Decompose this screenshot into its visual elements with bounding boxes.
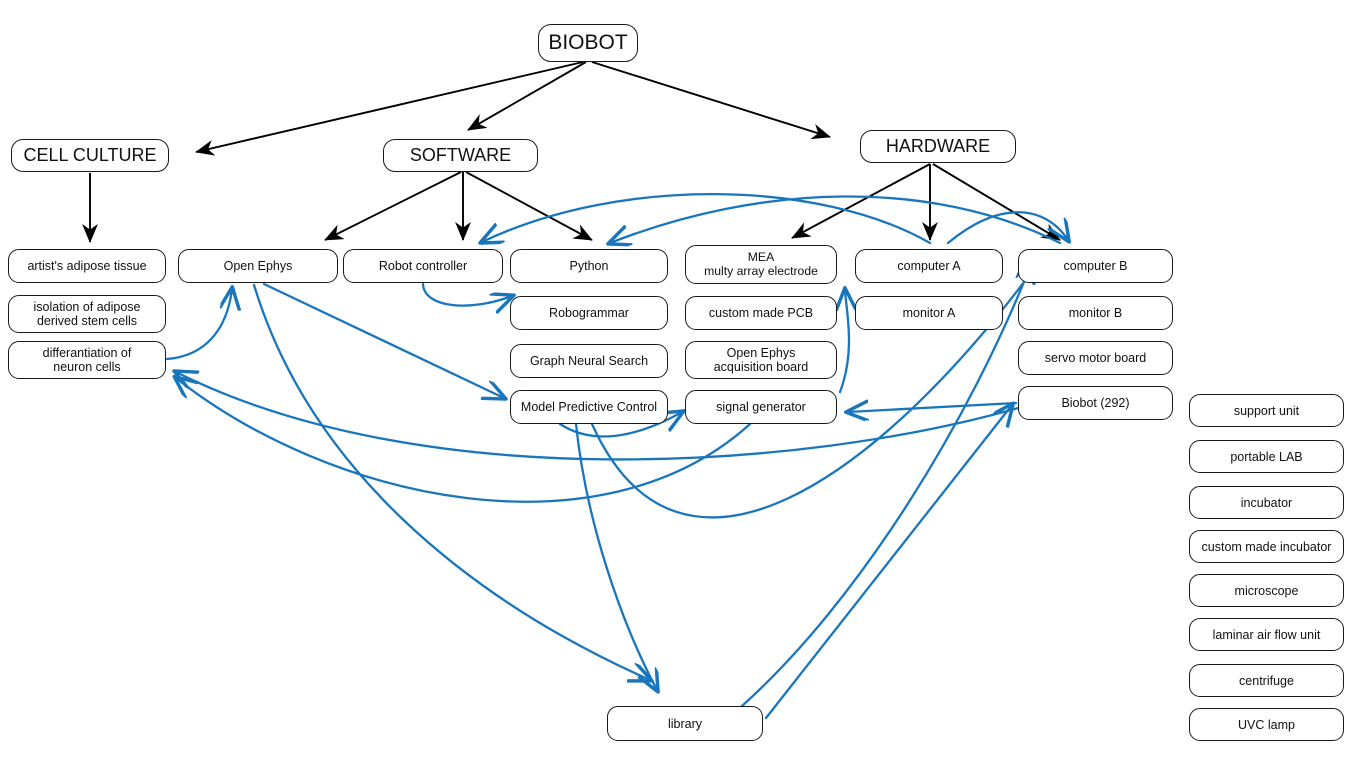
node-monitor-a[interactable]: monitor A — [855, 296, 1003, 330]
node-custom-made-pcb[interactable]: custom made PCB — [685, 296, 837, 330]
node-microscope-label: microscope — [1234, 583, 1299, 598]
node-centrifuge-label: centrifuge — [1239, 673, 1294, 688]
node-software-label: SOFTWARE — [409, 145, 512, 166]
node-robot-controller-label: Robot controller — [378, 259, 468, 273]
node-signal-generator-label: signal generator — [716, 400, 806, 414]
node-cell-culture[interactable]: CELL CULTURE — [11, 139, 169, 172]
node-robogrammar-label: Robogrammar — [549, 306, 629, 320]
node-hardware-label: HARDWARE — [885, 136, 991, 157]
node-portable-lab-label: portable LAB — [1230, 449, 1303, 464]
edge-biobot292-signalgenerator — [848, 403, 1018, 412]
node-laminar-air-flow-unit[interactable]: laminar air flow unit — [1189, 618, 1344, 651]
edge-root-software — [467, 61, 587, 131]
node-differantiation-neuron-cells[interactable]: differantiation of neuron cells — [8, 341, 166, 379]
node-library[interactable]: library — [607, 706, 763, 741]
edge-hardware-computerb — [932, 163, 1061, 241]
edge-openephys-mpc — [262, 282, 504, 398]
edge-differantiation-openephys — [165, 289, 232, 361]
node-biobot-label: BIOBOT — [548, 31, 628, 55]
edge-library-biobot292 — [764, 405, 1012, 720]
node-open-ephys[interactable]: Open Ephys — [178, 249, 338, 283]
edge-signalgenerator-mea — [840, 290, 849, 394]
edge-root-hardware — [591, 61, 831, 140]
edge-computera-computerb — [946, 211, 1068, 245]
node-laminar-air-flow-unit-label: laminar air flow unit — [1212, 627, 1321, 642]
node-biobot-292[interactable]: Biobot (292) — [1018, 386, 1173, 420]
node-python[interactable]: Python — [510, 249, 668, 283]
edge-hardware-mea — [791, 163, 931, 239]
node-hardware[interactable]: HARDWARE — [860, 130, 1016, 163]
node-computer-a-label: computer A — [897, 259, 961, 273]
edge-computerb-python — [610, 195, 1062, 243]
node-monitor-b[interactable]: monitor B — [1018, 296, 1173, 330]
node-incubator[interactable]: incubator — [1189, 486, 1344, 519]
node-uvc-lamp[interactable]: UVC lamp — [1189, 708, 1344, 741]
node-support-unit-label: support unit — [1233, 403, 1300, 418]
node-isolation-stem-cells[interactable]: isolation of adipose derived stem cells — [8, 295, 166, 333]
node-servo-motor-board[interactable]: servo motor board — [1018, 341, 1173, 375]
node-isolation-stem-cells-label: isolation of adipose derived stem cells — [33, 300, 141, 328]
node-custom-made-pcb-label: custom made PCB — [708, 306, 814, 320]
edge-software-python — [465, 171, 593, 241]
node-monitor-b-label: monitor B — [1068, 306, 1123, 320]
node-software[interactable]: SOFTWARE — [383, 139, 538, 172]
node-mea[interactable]: MEA multy array electrode — [685, 245, 837, 284]
node-biobot-292-label: Biobot (292) — [1061, 396, 1130, 410]
node-cell-culture-label: CELL CULTURE — [23, 145, 157, 166]
node-microscope[interactable]: microscope — [1189, 574, 1344, 607]
node-mea-label: MEA multy array electrode — [704, 249, 818, 278]
node-portable-lab[interactable]: portable LAB — [1189, 440, 1344, 473]
node-computer-a[interactable]: computer A — [855, 249, 1003, 283]
node-computer-b[interactable]: computer B — [1018, 249, 1173, 283]
edge-computera-robotcontroller — [482, 192, 932, 243]
node-open-ephys-acquisition-board[interactable]: Open Ephys acquisition board — [685, 341, 837, 379]
node-signal-generator[interactable]: signal generator — [685, 390, 837, 424]
node-differantiation-neuron-cells-label: differantiation of neuron cells — [42, 346, 132, 374]
node-incubator-label: incubator — [1240, 495, 1293, 510]
node-robogrammar[interactable]: Robogrammar — [510, 296, 668, 330]
node-support-unit[interactable]: support unit — [1189, 394, 1344, 427]
node-biobot[interactable]: BIOBOT — [538, 24, 638, 62]
node-uvc-lamp-label: UVC lamp — [1238, 717, 1295, 732]
node-graph-neural-search-label: Graph Neural Search — [529, 354, 649, 368]
edge-mpc-library — [574, 422, 657, 690]
node-graph-neural-search[interactable]: Graph Neural Search — [510, 344, 668, 378]
node-servo-motor-board-label: servo motor board — [1044, 351, 1147, 365]
node-computer-b-label: computer B — [1063, 259, 1128, 273]
node-custom-made-incubator-label: custom made incubator — [1201, 539, 1332, 554]
node-custom-made-incubator[interactable]: custom made incubator — [1189, 530, 1344, 563]
node-open-ephys-acquisition-board-label: Open Ephys acquisition board — [713, 346, 809, 374]
node-centrifuge[interactable]: centrifuge — [1189, 664, 1344, 697]
edge-software-openephys — [324, 171, 462, 241]
node-artists-adipose-tissue[interactable]: artist's adipose tissue — [8, 249, 166, 283]
node-monitor-a-label: monitor A — [902, 306, 956, 320]
node-model-predictive-control[interactable]: Model Predictive Control — [510, 390, 668, 424]
node-model-predictive-control-label: Model Predictive Control — [520, 400, 658, 414]
node-artists-adipose-tissue-label: artist's adipose tissue — [27, 259, 147, 273]
node-open-ephys-label: Open Ephys — [223, 259, 293, 273]
node-library-label: library — [667, 716, 703, 731]
node-robot-controller[interactable]: Robot controller — [343, 249, 503, 283]
edge-robotcontroller-robogrammar — [421, 282, 512, 306]
node-python-label: Python — [569, 259, 609, 273]
